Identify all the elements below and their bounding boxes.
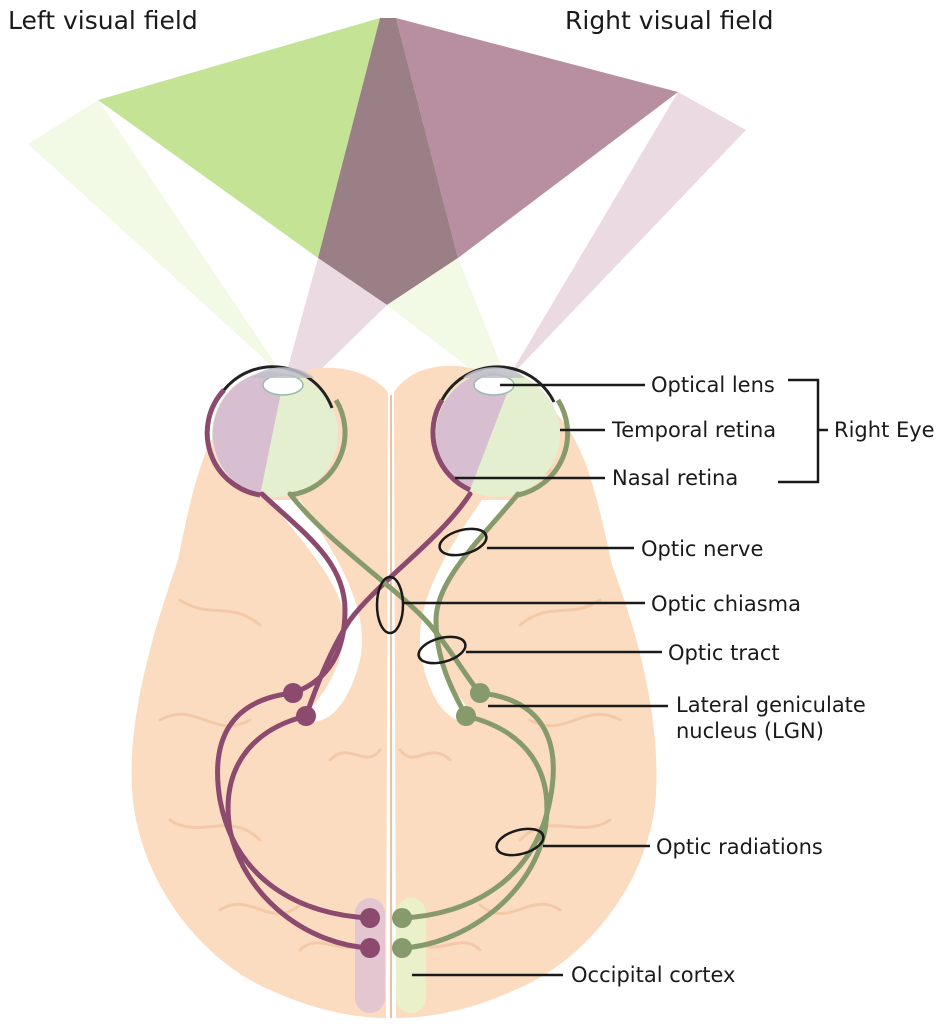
lgn-left-upper	[283, 683, 303, 703]
right-visual-field-label: Right visual field	[565, 5, 774, 36]
optic-tract-label: Optic tract	[668, 640, 780, 666]
left-visual-field-label: Left visual field	[8, 5, 198, 36]
temporal-retina-label: Temporal retina	[612, 417, 776, 443]
lgn-label: Lateral geniculate nucleus (LGN)	[676, 692, 866, 745]
nasal-retina-label: Nasal retina	[612, 465, 738, 491]
optic-chiasma-label: Optic chiasma	[651, 591, 801, 617]
visual-fields	[28, 18, 746, 380]
optic-nerve-label: Optic nerve	[641, 536, 763, 562]
lgn-left-lower	[296, 706, 316, 726]
optical-lens-label: Optical lens	[651, 372, 775, 398]
lgn-label-line1: Lateral geniculate	[676, 692, 866, 718]
lgn-label-line2: nucleus (LGN)	[676, 718, 866, 744]
right-eye-label: Right Eye	[834, 417, 935, 443]
occipital-cortex-label: Occipital cortex	[571, 962, 735, 988]
lgn-right-upper	[470, 683, 490, 703]
lgn-right-lower	[456, 706, 476, 726]
optic-radiations-label: Optic radiations	[656, 834, 823, 860]
